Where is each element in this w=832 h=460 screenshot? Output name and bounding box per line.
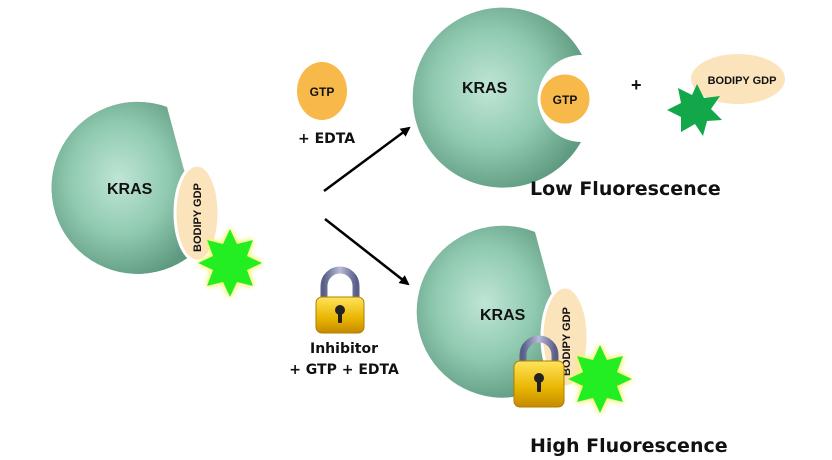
padlock-icon-shackle [320,266,360,300]
fluorophore-star-dim [667,84,722,136]
bottom-product-complex: KRAS BODIPY GDP [416,225,632,413]
arrow-up [323,126,411,193]
gtp-reagent-label: GTP [310,85,335,99]
edta-condition-label: + EDTA [298,131,355,147]
kras-protein-start-body [51,101,202,274]
keyhole-slot [338,312,342,323]
kras-label-start: KRAS [107,181,153,198]
fluorophore-star-bottom [568,345,632,413]
kras-label-top: KRAS [462,80,508,97]
arrow-down [324,218,410,286]
inhibitor-conditions-label: + GTP + EDTA [289,362,399,378]
keyhole-icon [335,305,345,315]
gtp-bound [537,71,593,127]
bodipy-gdp-released [691,54,785,104]
gtp-reagent [297,62,347,120]
bodipy-gdp-start [173,163,221,263]
top-product-complex: KRAS GTP [412,7,593,188]
plus-sign: + [631,75,642,95]
keyhole-slot-bottom [537,380,541,392]
bodipy-gdp-label-start: BODIPY GDP [192,183,204,252]
bodipy-gdp-label-bottom: BODIPY GDP [561,307,573,376]
inhibitor-label: Inhibitor [310,341,378,357]
inhibitor-padlock [315,266,365,334]
released-bodipy-gdp: BODIPY GDP [667,54,785,136]
start-complex: KRAS BODIPY GDP [51,101,262,297]
fluorophore-star-start [198,229,262,297]
padlock-icon-shackle-bottom [519,335,559,363]
low-fluorescence-label: Low Fluorescence [530,178,721,200]
kras-label-bottom: KRAS [480,307,526,324]
kras-protein-top [412,7,582,188]
bodipy-gdp-released-label: BODIPY GDP [708,75,777,87]
high-fluorescence-label: High Fluorescence [530,435,728,457]
keyhole-icon-bottom [534,373,544,383]
gtp-bound-label: GTP [553,93,578,107]
kras-protein-bottom [416,225,568,398]
top-path-reagents: GTP + EDTA [297,62,355,147]
